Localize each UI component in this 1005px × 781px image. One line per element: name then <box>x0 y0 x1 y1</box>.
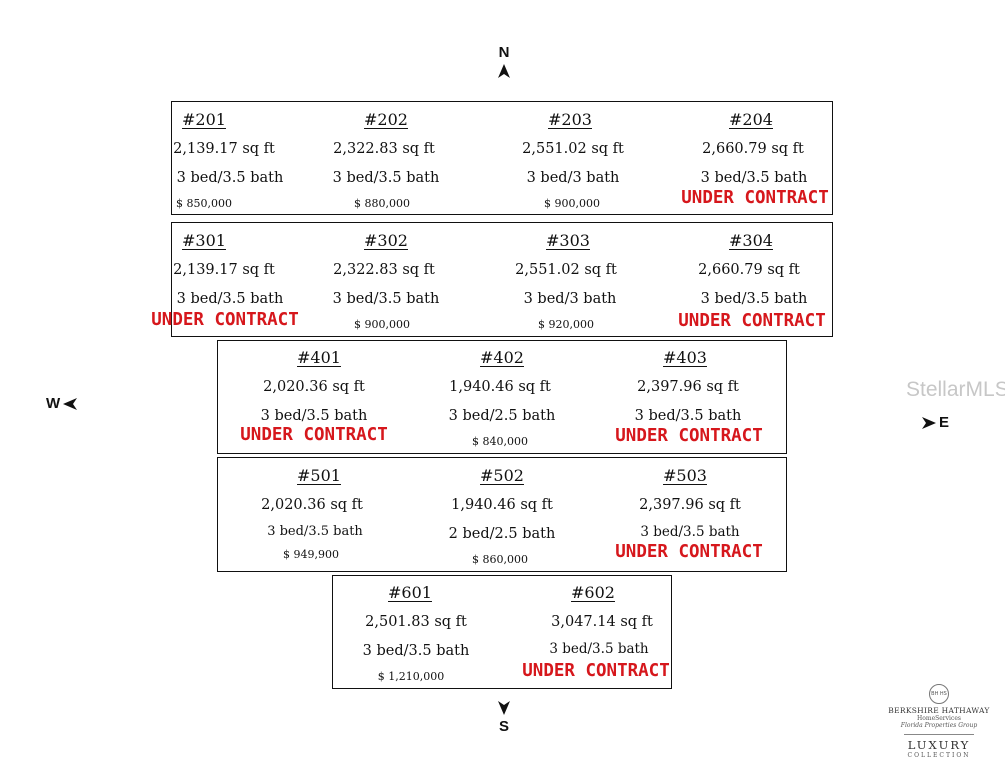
unit-price: $ 900,000 <box>544 197 600 210</box>
unit-price: $ 850,000 <box>176 197 232 210</box>
logo-line-4: LUXURY <box>907 738 971 752</box>
logo-line-1: BERKSHIRE HATHAWAY <box>888 706 990 715</box>
unit-sqft: 1,940.46 sq ft <box>449 379 551 395</box>
compass-north-label: N <box>498 44 510 61</box>
north-arrow-icon <box>498 64 510 78</box>
unit-price: $ 1,210,000 <box>377 670 445 683</box>
unit-sqft: 2,397.96 sq ft <box>637 379 739 395</box>
unit-beds: 3 bed/3 bath <box>526 170 620 186</box>
unit-sqft: 2,020.36 sq ft <box>261 497 363 513</box>
compass-east: E <box>921 414 949 431</box>
under-contract-label: UNDER CONTRACT <box>615 426 763 446</box>
logo-line-3: Florida Properties Group <box>900 722 978 729</box>
watermark: StellarMLS <box>906 378 1005 401</box>
unit-sqft: 2,322.83 sq ft <box>333 141 435 157</box>
under-contract-label: UNDER CONTRACT <box>522 661 670 681</box>
unit-beds: 3 bed/3.5 bath <box>640 524 740 540</box>
unit-number: #303 <box>546 231 590 250</box>
floor-4-box <box>217 340 787 454</box>
unit-number: #401 <box>297 348 341 367</box>
floor-2-box <box>171 101 833 215</box>
unit-number: #502 <box>480 466 524 485</box>
unit-beds: 3 bed/3 bath <box>523 291 617 307</box>
unit-beds: 3 bed/3.5 bath <box>260 408 368 424</box>
unit-sqft: 2,139.17 sq ft <box>173 262 275 278</box>
unit-beds: 3 bed/3.5 bath <box>549 641 649 657</box>
logo-line-2: HomeServices <box>917 715 961 722</box>
under-contract-label: UNDER CONTRACT <box>151 310 299 330</box>
compass-north: N <box>496 44 512 79</box>
unit-number: #202 <box>364 110 408 129</box>
unit-price: $ 860,000 <box>472 553 528 566</box>
floor-3-box <box>171 222 833 337</box>
under-contract-label: UNDER CONTRACT <box>240 425 388 445</box>
compass-south-label: S <box>498 718 509 735</box>
unit-beds: 3 bed/3.5 bath <box>176 170 284 186</box>
unit-sqft: 2,551.02 sq ft <box>522 141 624 157</box>
unit-beds: 3 bed/3.5 bath <box>634 408 742 424</box>
unit-number: #501 <box>297 466 341 485</box>
unit-number: #304 <box>729 231 773 250</box>
east-arrow-icon <box>922 416 936 429</box>
unit-sqft: 2,551.02 sq ft <box>515 262 617 278</box>
under-contract-label: UNDER CONTRACT <box>678 311 826 331</box>
unit-sqft: 2,397.96 sq ft <box>639 497 741 513</box>
unit-beds: 3 bed/3.5 bath <box>362 643 470 659</box>
unit-number: #301 <box>182 231 226 250</box>
unit-price: $ 840,000 <box>472 435 528 448</box>
compass-east-label: E <box>939 414 950 431</box>
unit-sqft: 1,940.46 sq ft <box>451 497 553 513</box>
unit-sqft: 2,660.79 sq ft <box>698 262 800 278</box>
unit-number: #201 <box>182 110 226 129</box>
unit-price: $ 880,000 <box>354 197 410 210</box>
brokerage-logo: BH HS BERKSHIRE HATHAWAY HomeServices Fl… <box>883 684 995 759</box>
compass-west: W <box>46 395 78 412</box>
unit-price: $ 949,900 <box>283 548 339 561</box>
logo-divider <box>904 734 974 735</box>
floor-6-box <box>332 575 672 689</box>
unit-beds: 3 bed/3.5 bath <box>700 170 808 186</box>
unit-beds: 2 bed/2.5 bath <box>448 526 556 542</box>
unit-sqft: 2,020.36 sq ft <box>263 379 365 395</box>
under-contract-label: UNDER CONTRACT <box>681 188 829 208</box>
unit-beds: 3 bed/3.5 bath <box>267 524 363 539</box>
floor-5-box <box>217 457 787 572</box>
west-arrow-icon <box>63 397 78 410</box>
unit-sqft: 2,660.79 sq ft <box>702 141 804 157</box>
unit-sqft: 2,139.17 sq ft <box>173 141 275 157</box>
unit-sqft: 3,047.14 sq ft <box>551 614 653 630</box>
unit-number: #403 <box>663 348 707 367</box>
seal-icon: BH HS <box>929 684 949 704</box>
compass-south: S <box>496 700 512 735</box>
unit-sqft: 2,322.83 sq ft <box>333 262 435 278</box>
unit-number: #204 <box>729 110 773 129</box>
unit-price: $ 900,000 <box>354 318 410 331</box>
unit-sqft: 2,501.83 sq ft <box>365 614 467 630</box>
unit-number: #601 <box>388 583 432 602</box>
unit-number: #203 <box>548 110 592 129</box>
under-contract-label: UNDER CONTRACT <box>615 542 763 562</box>
unit-beds: 3 bed/3.5 bath <box>332 170 440 186</box>
compass-west-label: W <box>46 395 61 412</box>
unit-beds: 3 bed/3.5 bath <box>176 291 284 307</box>
unit-beds: 3 bed/2.5 bath <box>448 408 556 424</box>
south-arrow-icon <box>498 701 510 715</box>
unit-price: $ 920,000 <box>538 318 594 331</box>
unit-beds: 3 bed/3.5 bath <box>332 291 440 307</box>
unit-beds: 3 bed/3.5 bath <box>700 291 808 307</box>
logo-line-5: COLLECTION <box>907 752 971 759</box>
unit-number: #602 <box>571 583 615 602</box>
unit-number: #503 <box>663 466 707 485</box>
unit-number: #402 <box>480 348 524 367</box>
unit-number: #302 <box>364 231 408 250</box>
